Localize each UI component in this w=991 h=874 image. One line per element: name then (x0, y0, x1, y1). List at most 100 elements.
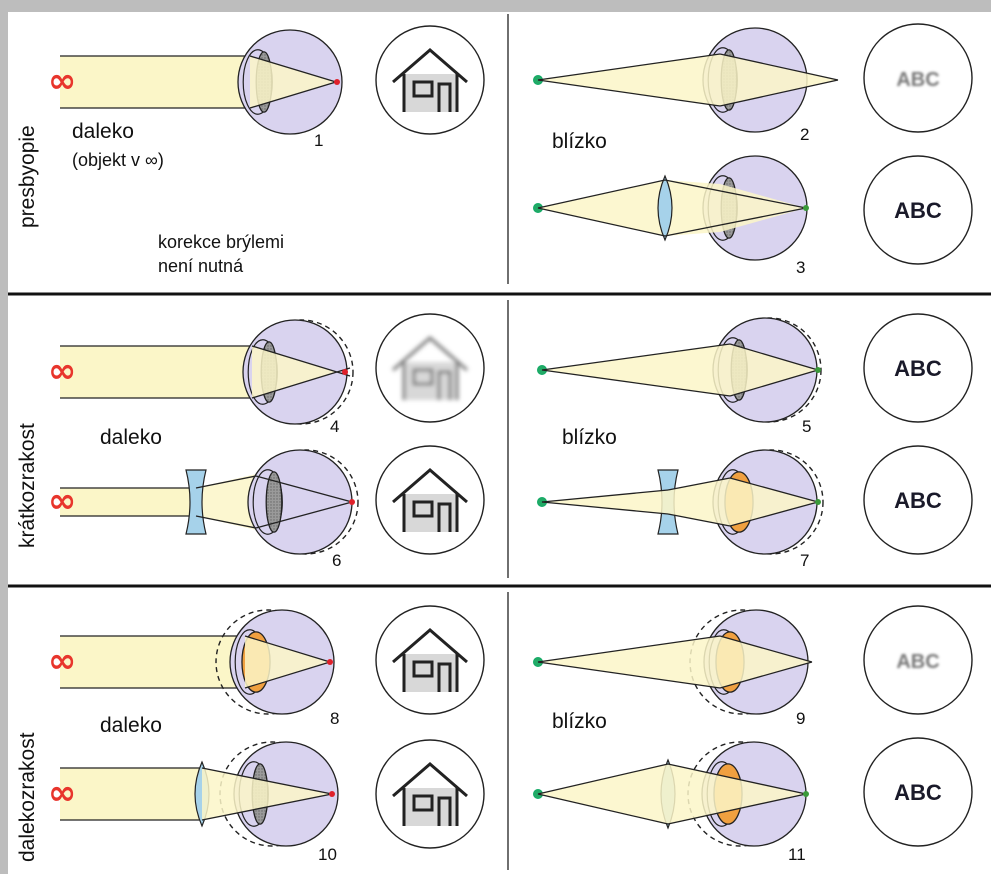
house-roof (392, 48, 468, 84)
light-cone (202, 768, 332, 820)
house-image-circle (375, 313, 485, 423)
distance-label-near: blízko (562, 426, 617, 449)
focus-point (349, 499, 355, 505)
focus-point (334, 79, 340, 85)
abc-image-circle: ABC (863, 445, 973, 555)
image-circle (863, 155, 973, 265)
object-at-infinity-note: (objekt v ∞) (72, 150, 164, 170)
light-cone (250, 56, 336, 108)
house-door (437, 370, 452, 400)
figure-number: 6 (332, 551, 341, 570)
light-ray (537, 207, 666, 237)
light-ray (537, 793, 669, 825)
abc-text: ABC (896, 69, 939, 91)
light-ray (195, 475, 257, 489)
house-door (437, 82, 452, 112)
light-ray (244, 661, 331, 689)
light-ray (201, 767, 333, 795)
house-window (412, 794, 434, 812)
light-ray (537, 79, 721, 107)
focus-point (803, 205, 809, 211)
light-cone (720, 184, 806, 232)
house-icon (392, 468, 468, 532)
infinity-symbol: ∞ (48, 773, 76, 813)
light-beam (60, 636, 245, 688)
focus-point (815, 499, 821, 505)
light-ray (729, 477, 819, 503)
light-beam (60, 346, 252, 398)
image-circle (863, 737, 973, 847)
light-cone (668, 478, 818, 526)
light-ray (667, 477, 731, 491)
light-ray (537, 661, 721, 689)
light-cone (538, 180, 665, 236)
figure-number: 4 (330, 417, 339, 436)
house-image-circle (375, 605, 485, 715)
distance-label-far: daleko (100, 426, 162, 449)
focus-point (815, 367, 821, 373)
light-cone (668, 764, 806, 824)
light-cone (245, 636, 330, 688)
row-label-myopia: krátkozrakost (16, 423, 39, 548)
light-cone (542, 344, 818, 396)
light-cone (542, 490, 668, 514)
light-ray (719, 79, 839, 107)
house-roof (392, 468, 468, 504)
focus-point (329, 791, 335, 797)
light-ray (249, 55, 337, 83)
light-ray (667, 763, 807, 795)
abc-image-circle: ABC (863, 23, 973, 133)
light-ray (537, 635, 721, 663)
light-ray (667, 793, 807, 825)
house-window (412, 80, 434, 98)
house-icon (392, 336, 468, 400)
convex-corrective-lens (657, 174, 673, 242)
house-roof (392, 336, 468, 372)
light-ray (719, 635, 813, 663)
house-door (437, 662, 452, 692)
light-ray (255, 501, 353, 529)
correction-note-line1: korekce brýlemi (158, 232, 284, 252)
light-ray (251, 367, 351, 399)
light-ray (537, 763, 669, 795)
row-label-presbyopia: presbyopie (16, 125, 39, 228)
house-window (412, 368, 434, 386)
image-circle (863, 23, 973, 133)
abc-text: ABC (894, 356, 942, 381)
focus-point (803, 791, 809, 797)
light-ray (201, 793, 333, 821)
figure-number: 5 (802, 417, 811, 436)
image-circle (863, 313, 973, 423)
light-ray (244, 635, 331, 663)
light-beam (60, 56, 250, 108)
house-image-circle (375, 739, 485, 849)
abc-text: ABC (894, 198, 942, 223)
house-image-circle (375, 445, 485, 555)
light-beam (60, 768, 202, 820)
light-cone (538, 764, 668, 824)
house-icon (392, 628, 468, 692)
infinity-symbol: ∞ (48, 481, 76, 521)
light-cone (538, 636, 720, 688)
light-cone (665, 180, 720, 236)
distance-label-far: daleko (72, 120, 134, 143)
distance-label-far: daleko (100, 714, 162, 737)
row-label-hyperopia: dalekozrakost (16, 732, 39, 862)
concave-corrective-lens (185, 469, 207, 535)
light-ray (729, 369, 819, 397)
house-image-circle (375, 25, 485, 135)
light-ray (541, 369, 731, 397)
focus-point (327, 659, 333, 665)
house-window (412, 500, 434, 518)
abc-text: ABC (894, 488, 942, 513)
light-cone (720, 636, 812, 688)
crystalline-lens (265, 471, 283, 533)
house-door (437, 796, 452, 826)
house-icon (392, 762, 468, 826)
light-ray (537, 53, 721, 81)
light-cone (252, 346, 336, 398)
figure-number: 7 (800, 551, 809, 570)
image-circle (863, 445, 973, 555)
light-ray (664, 207, 807, 237)
light-ray (541, 343, 731, 371)
